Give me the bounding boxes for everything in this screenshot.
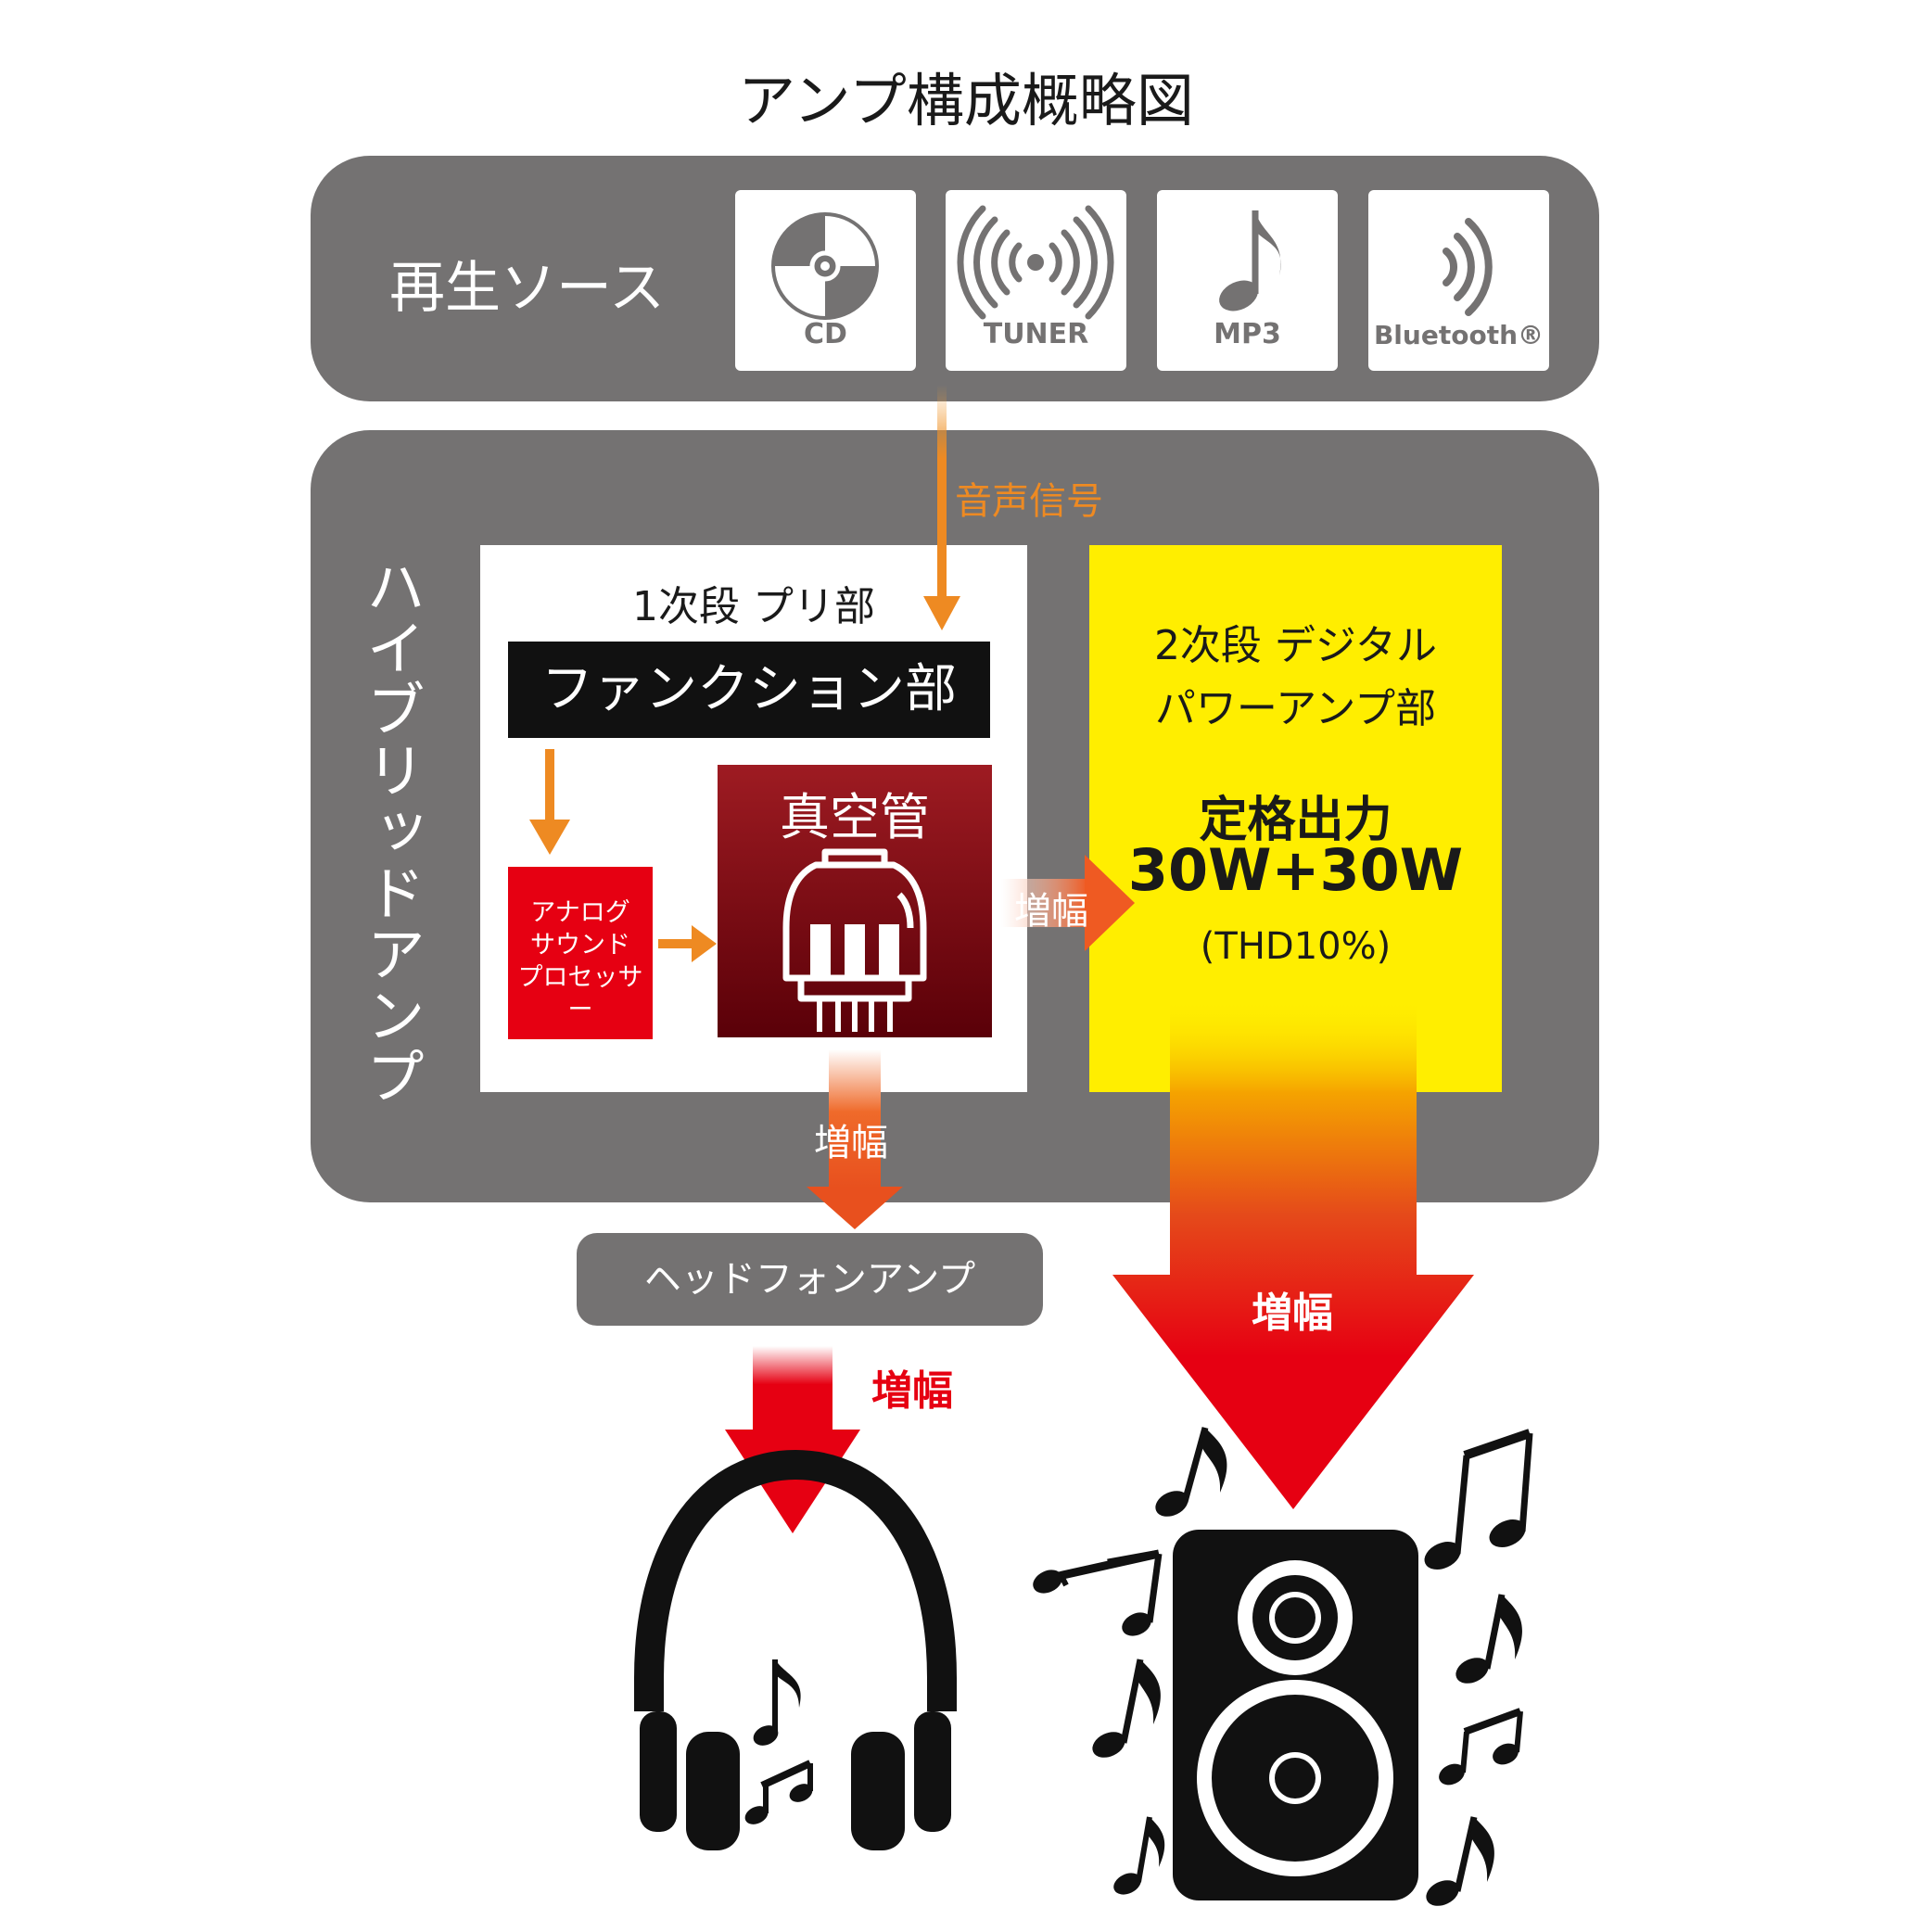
source-tile-cd: CD: [735, 190, 916, 371]
headphone-amp-box: ヘッドフォンアンプ: [577, 1233, 1043, 1326]
function-section-bar: ファンクション部: [508, 642, 990, 738]
tuner-icon: [957, 205, 1114, 320]
speaker-icon: [1173, 1530, 1418, 1900]
source-tile-mp3: MP3: [1157, 190, 1338, 371]
music-note-icon: [1219, 210, 1281, 311]
amplify-label-tube-to-headphone: 増幅: [814, 1122, 888, 1164]
headphone-arrow-shaft: [753, 1346, 833, 1431]
source-label-cd: CD: [804, 318, 847, 350]
vacuum-tube-icon: [782, 848, 927, 1032]
cd-icon: [771, 212, 879, 320]
amplify-label-headphone: 増幅: [871, 1367, 953, 1415]
function-to-analog-head: [529, 820, 570, 855]
tube-to-headphone-head: [807, 1187, 903, 1229]
power-stage-title-1: 2次段 デジタル: [1153, 622, 1438, 669]
headphones-icon: [634, 1449, 957, 1850]
bluetooth-signal-icon: [1443, 218, 1493, 316]
signal-arrow-shaft: [937, 385, 947, 596]
analog-line-3: プロセッサー: [517, 963, 643, 1024]
music-notes-speaker-icon: [1033, 1427, 1533, 1906]
source-tile-tuner: TUNER: [946, 190, 1126, 371]
amplify-label-power: 増幅: [1252, 1290, 1333, 1337]
analog-sound-processor-box: アナログ サウンド プロセッサー: [508, 867, 653, 1039]
vacuum-tube-box: 真空管: [718, 765, 992, 1037]
analog-to-tube-head: [692, 925, 717, 962]
thd-value: (THD10%): [1200, 925, 1392, 968]
power-to-speaker-arrow: [1112, 1001, 1474, 1509]
playback-source-label: 再生ソース: [389, 256, 665, 321]
tube-to-headphone-shaft: [829, 1049, 881, 1188]
tube-to-power-head: [1085, 855, 1135, 951]
rated-output-value: 30W+30W: [1127, 836, 1464, 904]
analog-line-1: アナログ: [530, 898, 630, 927]
source-label-mp3: MP3: [1214, 318, 1281, 350]
signal-arrow-head: [923, 596, 960, 630]
hybrid-amp-label: ハイブリッドアンプ: [356, 556, 425, 1107]
function-to-analog-shaft: [545, 749, 554, 821]
source-label-tuner: TUNER: [983, 318, 1089, 350]
vacuum-tube-title: 真空管: [780, 788, 930, 846]
analog-to-tube-shaft: [658, 939, 693, 948]
diagram-title: アンプ構成概略図: [738, 67, 1194, 134]
amplify-label-tube-to-power: 増幅: [1014, 890, 1088, 933]
pre-stage-title: 1次段 プリ部: [632, 583, 875, 630]
source-label-bluetooth: Bluetooth®: [1373, 320, 1544, 350]
tube-to-power-shaft: [1001, 879, 1087, 927]
music-notes-headphones-icon: [744, 1659, 813, 1824]
power-stage-box: [1089, 545, 1502, 1092]
audio-signal-label: 音声信号: [955, 480, 1103, 523]
source-tile-bluetooth: Bluetooth®: [1368, 190, 1549, 371]
rated-output-label: 定格出力: [1199, 793, 1392, 848]
analog-line-2: サウンド: [530, 931, 630, 960]
power-stage-title-2: パワーアンプ部: [1154, 685, 1437, 732]
